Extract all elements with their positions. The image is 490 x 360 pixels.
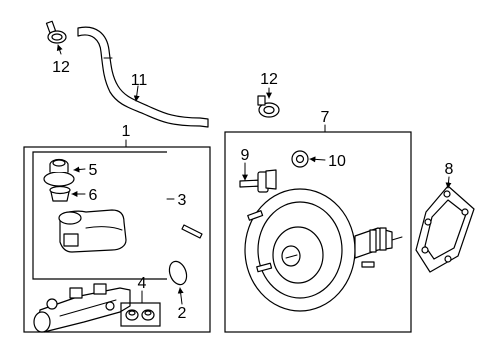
reservoir-strainer — [49, 185, 71, 202]
master-cylinder-box — [23, 146, 211, 333]
callout-6: 6 — [89, 187, 98, 204]
callout-8: 8 — [445, 161, 454, 178]
booster-clamp — [257, 95, 280, 118]
reservoir-subbox — [32, 151, 167, 280]
reservoir-cap — [43, 158, 75, 187]
brake-booster — [244, 188, 403, 312]
pin — [181, 224, 203, 239]
callout-3: 3 — [178, 192, 187, 209]
vacuum-hose — [77, 26, 209, 128]
callout-7: 7 — [321, 109, 330, 126]
callout-1: 1 — [122, 123, 131, 140]
callout-2: 2 — [178, 305, 187, 322]
leader-lines — [56, 44, 452, 305]
callout-11: 11 — [131, 72, 148, 89]
reservoir-tank — [58, 209, 127, 253]
o-ring-seal — [168, 260, 188, 286]
grommet-kit — [120, 302, 161, 327]
check-valve — [239, 169, 277, 193]
grommet — [291, 150, 309, 168]
callout-12-clamp: 12 — [52, 59, 70, 76]
hose-clamp — [45, 20, 67, 44]
callout-12-booster-clamp: 12 — [260, 71, 278, 88]
booster-gasket — [415, 185, 475, 273]
master-cylinder — [33, 283, 131, 333]
callout-5: 5 — [89, 162, 98, 179]
callout-10: 10 — [328, 153, 346, 170]
booster-box — [224, 131, 412, 333]
callout-9: 9 — [241, 147, 250, 164]
callout-4: 4 — [138, 275, 147, 292]
